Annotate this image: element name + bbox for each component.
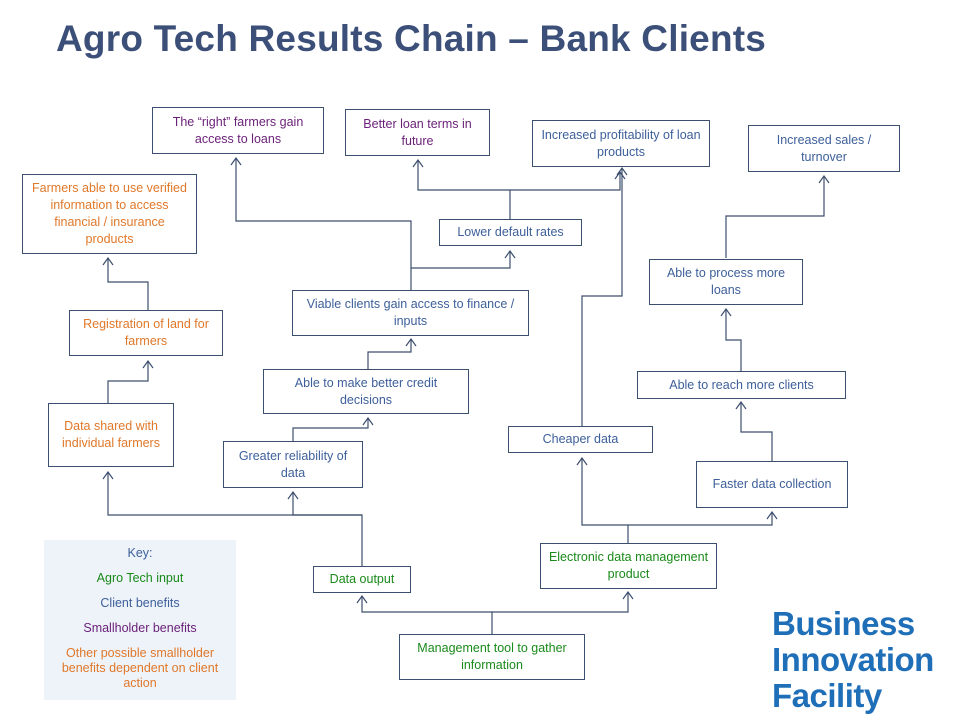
legend-key: Key: Agro Tech input Client benefits Sma… [44, 540, 236, 700]
node-faster-data-collection: Faster data collection [696, 461, 848, 508]
connector [107, 361, 149, 403]
arrowhead [616, 166, 628, 176]
legend-other-benefits: Other possible smallholder benefits depe… [61, 646, 219, 690]
connector [492, 592, 629, 613]
connector [740, 402, 773, 461]
connector [725, 176, 825, 258]
connector [367, 339, 412, 369]
logo-line-2: Innovation [772, 641, 934, 678]
node-farmers-verified-info: Farmers able to use verified information… [22, 174, 197, 254]
connector [361, 596, 493, 634]
connector [292, 492, 362, 516]
arrowhead [576, 456, 588, 466]
node-management-tool: Management tool to gather information [399, 634, 585, 680]
arrowhead [720, 307, 732, 317]
legend-client-benefits: Client benefits [100, 596, 180, 610]
node-registration-land: Registration of land for farmers [69, 310, 223, 356]
arrowhead [412, 158, 424, 168]
connector [107, 472, 363, 566]
arrowhead [356, 594, 368, 604]
arrowhead [405, 337, 417, 347]
logo-line-1: Business [772, 605, 915, 642]
connector [581, 458, 629, 543]
connector [628, 512, 773, 526]
connector [235, 158, 412, 268]
page-title: Agro Tech Results Chain – Bank Clients [56, 18, 767, 59]
node-data-shared: Data shared with individual farmers [48, 403, 174, 467]
arrowhead [622, 590, 634, 600]
node-better-credit-decisions: Able to make better credit decisions [263, 369, 469, 414]
connector [581, 168, 623, 426]
arrowhead [614, 170, 626, 180]
arrowhead [142, 359, 154, 369]
arrowhead [102, 256, 114, 266]
connector [410, 251, 511, 290]
logo-line-3: Facility [772, 677, 882, 714]
node-viable-clients: Viable clients gain access to finance / … [292, 290, 529, 336]
legend-heading: Key: [127, 546, 153, 560]
arrowhead [504, 249, 516, 259]
node-increased-profitability: Increased profitability of loan products [532, 120, 710, 167]
arrowhead [102, 470, 114, 480]
node-electronic-data-management: Electronic data management product [540, 543, 717, 589]
node-able-process-loans: Able to process more loans [649, 259, 803, 305]
node-increased-sales: Increased sales / turnover [748, 125, 900, 172]
business-innovation-facility-logo: Business Innovation Facility [772, 606, 934, 714]
arrowhead [766, 510, 778, 520]
connector [417, 160, 511, 219]
node-lower-default-rates: Lower default rates [439, 219, 582, 246]
arrowhead [230, 156, 242, 166]
connector [107, 258, 149, 310]
arrowhead [362, 416, 374, 426]
arrowhead [818, 174, 830, 184]
arrowhead [287, 490, 299, 500]
connector [510, 172, 621, 191]
node-greater-reliability: Greater reliability of data [223, 441, 363, 488]
node-cheaper-data: Cheaper data [508, 426, 653, 453]
connector [725, 309, 742, 371]
legend-smallholder-benefits: Smallholder benefits [83, 621, 197, 635]
node-right-farmers: The “right” farmers gain access to loans [152, 107, 324, 154]
node-data-output: Data output [313, 566, 411, 593]
arrowhead [735, 400, 747, 410]
node-reach-more-clients: Able to reach more clients [637, 371, 846, 399]
node-better-loan-terms: Better loan terms in future [345, 109, 490, 156]
legend-agro-tech-input: Agro Tech input [96, 571, 184, 585]
connector [292, 418, 369, 441]
